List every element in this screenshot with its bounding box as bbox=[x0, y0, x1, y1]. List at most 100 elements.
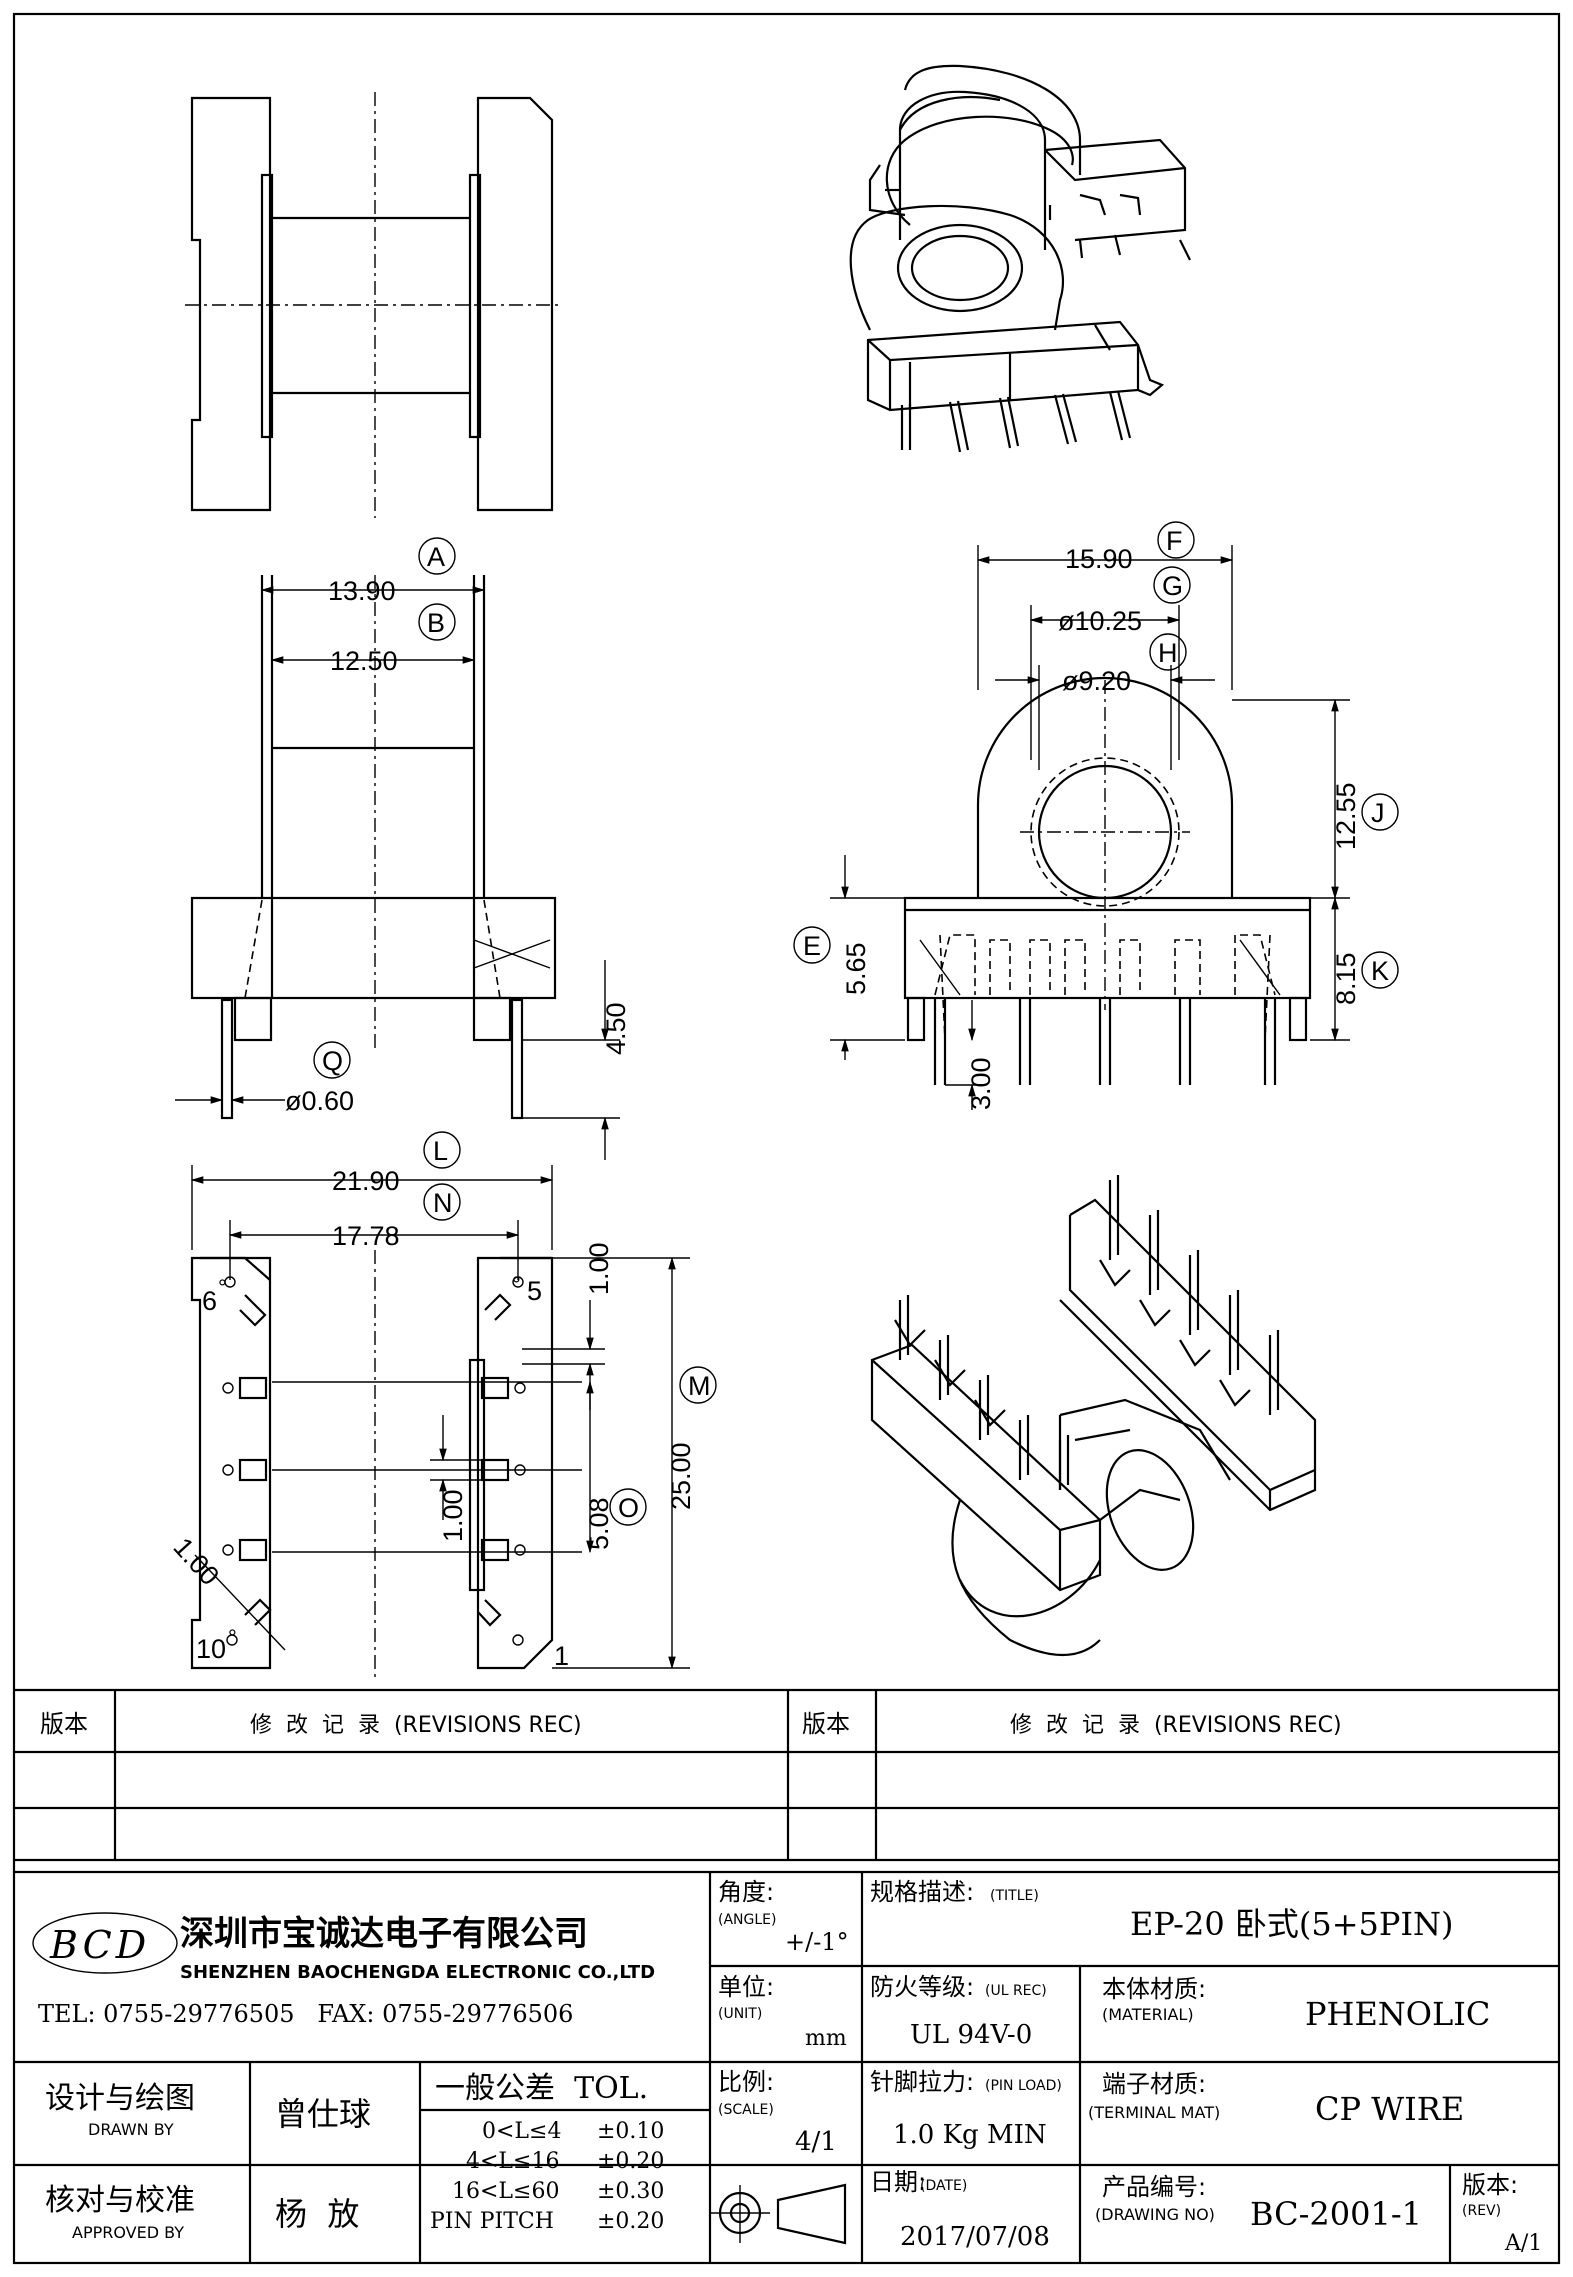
tol-range-0: 0<L≤4 bbox=[482, 2119, 561, 2144]
ul-value: UL 94V-0 bbox=[910, 2020, 1032, 2050]
pinload-value: 1.0 Kg MIN bbox=[893, 2120, 1047, 2150]
dim-O-value: 5.08 bbox=[584, 1497, 614, 1550]
company-contact: TEL: 0755-29776505 FAX: 0755-29776506 bbox=[38, 2000, 573, 2028]
dim-O-letter: O bbox=[618, 1493, 639, 1523]
logo-text: BCD bbox=[49, 1923, 150, 1967]
revisions-table: 版本 修 改 记 录 (REVISIONS REC) 版本 修 改 记 录 (R… bbox=[14, 1688, 1559, 1874]
scale-label: 比例: bbox=[718, 2068, 774, 2096]
dim-1-00-diagonal: 1.00 bbox=[168, 1532, 225, 1591]
dim-L-letter: L bbox=[433, 1136, 448, 1166]
title-block: BCD 深圳市宝诚达电子有限公司 SHENZHEN BAOCHENGDA ELE… bbox=[14, 1872, 1559, 2263]
rev-col1-label: 版本 bbox=[40, 1710, 88, 1738]
approved-sub: APPROVED BY bbox=[72, 2223, 184, 2242]
dim-G-value: ø10.25 bbox=[1058, 606, 1142, 636]
material-label: 本体材质: bbox=[1102, 1975, 1206, 2003]
pinload-label: 针脚拉力: bbox=[870, 2068, 974, 2096]
drawn-sub: DRAWN BY bbox=[88, 2120, 174, 2139]
angle-sub: (ANGLE) bbox=[718, 1912, 776, 1928]
pinload-sub: (PIN LOAD) bbox=[985, 2078, 1062, 2094]
drawn-label: 设计与绘图 bbox=[45, 2081, 195, 2116]
dim-J-value: 12.55 bbox=[1331, 782, 1361, 850]
dim-E-letter: E bbox=[803, 931, 821, 961]
pin-1-label: 1 bbox=[554, 1641, 569, 1671]
dim-M-letter: M bbox=[688, 1371, 711, 1401]
unit-value: mm bbox=[805, 2026, 847, 2051]
material-value: PHENOLIC bbox=[1305, 1995, 1490, 2033]
pin-6-label: 6 bbox=[202, 1286, 217, 1316]
rev-value: A/1 bbox=[1504, 2231, 1542, 2256]
sheet-border bbox=[12, 12, 1561, 2265]
dim-J-letter: J bbox=[1371, 798, 1385, 828]
terminal-sub: (TERMINAL MAT) bbox=[1088, 2103, 1220, 2122]
dim-A-value: 13.90 bbox=[328, 576, 396, 606]
dim-G-letter: G bbox=[1162, 571, 1183, 601]
iso-view-top bbox=[849, 64, 1191, 453]
company-name-en: SHENZHEN BAOCHENGDA ELECTRONIC CO.,LTD bbox=[180, 1962, 655, 1983]
company-logo: BCD bbox=[32, 1912, 178, 1974]
rev-sub: (REV) bbox=[1462, 2203, 1501, 2219]
dim-pin-length: 4.50 bbox=[601, 1002, 631, 1055]
front-view bbox=[185, 92, 560, 518]
date-value: 2017/07/08 bbox=[900, 2222, 1050, 2252]
scale-sub: (SCALE) bbox=[718, 2102, 774, 2118]
tol-value-3: ±0.20 bbox=[597, 2209, 664, 2234]
dim-F-letter: F bbox=[1166, 526, 1183, 556]
pin-5-label: 5 bbox=[527, 1276, 542, 1306]
ul-label: 防火等级: bbox=[870, 1973, 974, 2001]
bottom-view: 21.90 L 17.78 N 25.00 M 1.00 5.08 O 1.00 bbox=[168, 1131, 717, 1680]
rev-col2-label: 版本 bbox=[802, 1710, 850, 1738]
dim-Q-value: ø0.60 bbox=[285, 1086, 354, 1116]
material-sub: (MATERIAL) bbox=[1102, 2005, 1194, 2024]
dim-K-value: 8.15 bbox=[1331, 952, 1361, 1005]
tol-range-1: 4<L≤16 bbox=[466, 2149, 559, 2174]
dim-B-value: 12.50 bbox=[330, 646, 398, 676]
dim-pin-height: 3.00 bbox=[966, 1057, 996, 1110]
scale-value: 4/1 bbox=[795, 2127, 837, 2157]
tol-table: 0<L≤4 ±0.10 4<L≤16 ±0.20 16<L≤60 ±0.30 P… bbox=[430, 2119, 664, 2234]
tol-value-2: ±0.30 bbox=[597, 2179, 664, 2204]
drawing-no-value: BC-2001-1 bbox=[1250, 2195, 1422, 2233]
dim-E-value: 5.65 bbox=[841, 942, 871, 995]
dim-N-letter: N bbox=[433, 1188, 453, 1218]
svg-text:°: ° bbox=[512, 1272, 521, 1297]
dim-1-00-middle: 1.00 bbox=[438, 1489, 468, 1542]
dim-N-value: 17.78 bbox=[332, 1221, 400, 1251]
angle-value: +/-1° bbox=[785, 1928, 849, 1956]
tol-title: 一般公差 TOL. bbox=[435, 2071, 648, 2106]
projection-symbol bbox=[710, 2183, 847, 2245]
dim-1-00-upper: 1.00 bbox=[584, 1242, 614, 1295]
terminal-value: CP WIRE bbox=[1315, 2090, 1464, 2128]
approved-value: 杨 放 bbox=[275, 2195, 359, 2233]
title-label: 规格描述: bbox=[870, 1878, 974, 1906]
svg-text:°: ° bbox=[218, 1275, 227, 1300]
unit-label: 单位: bbox=[718, 1973, 774, 2001]
dim-Q-letter: Q bbox=[322, 1046, 343, 1076]
title-sub: (TITLE) bbox=[990, 1888, 1039, 1904]
drawing-no-label: 产品编号: bbox=[1102, 2173, 1206, 2201]
tol-range-2: 16<L≤60 bbox=[452, 2179, 559, 2204]
svg-text:°: ° bbox=[228, 1625, 237, 1650]
dim-L-value: 21.90 bbox=[332, 1166, 400, 1196]
dim-K-letter: K bbox=[1371, 956, 1389, 986]
rev-label: 版本: bbox=[1462, 2171, 1518, 2199]
unit-sub: (UNIT) bbox=[718, 2006, 762, 2022]
dim-B-letter: B bbox=[427, 608, 445, 638]
tol-value-0: ±0.10 bbox=[597, 2119, 664, 2144]
date-label: 日期: bbox=[870, 2168, 926, 2196]
dim-H-value: ø9.20 bbox=[1062, 666, 1131, 696]
rev-col1-title: 修 改 记 录 (REVISIONS REC) bbox=[250, 1713, 582, 1738]
side-view: 15.90 F ø10.25 G ø9.20 H 12.55 J 8.15 K bbox=[793, 521, 1399, 1110]
approved-label: 核对与校准 bbox=[45, 2183, 195, 2218]
rev-col2-title: 修 改 记 录 (REVISIONS REC) bbox=[1010, 1713, 1342, 1738]
drawing-no-sub: (DRAWING NO) bbox=[1095, 2205, 1215, 2224]
tol-value-1: ±0.20 bbox=[597, 2149, 664, 2174]
angle-label: 角度: bbox=[718, 1878, 774, 1906]
dim-A-letter: A bbox=[427, 542, 445, 572]
dim-H-letter: H bbox=[1158, 638, 1178, 668]
ul-sub: (UL REC) bbox=[985, 1983, 1047, 1999]
title-value: EP-20 卧式(5+5PIN) bbox=[1130, 1905, 1454, 1943]
dim-M-value: 25.00 bbox=[666, 1442, 696, 1510]
company-name-cn: 深圳市宝诚达电子有限公司 bbox=[180, 1914, 588, 1954]
dim-F-value: 15.90 bbox=[1065, 544, 1133, 574]
